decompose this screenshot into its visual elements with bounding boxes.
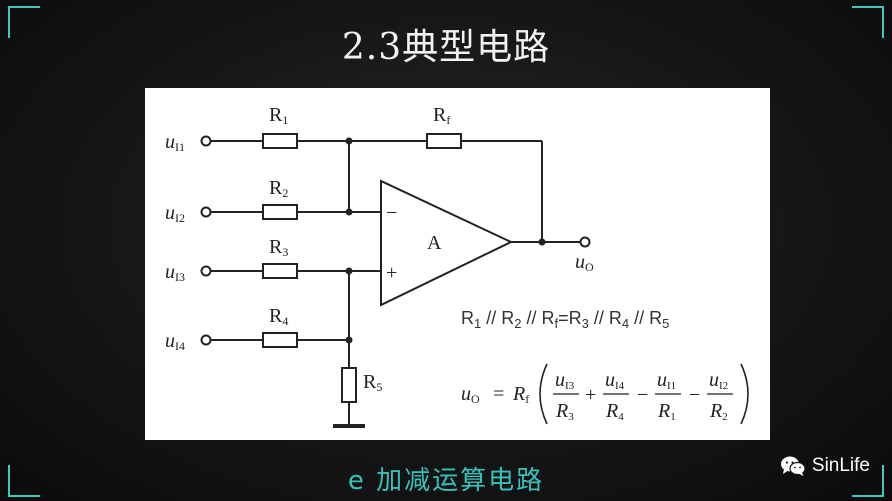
circuit-panel: uI1 uI2 uI3 uI4 R1 R2 R3 R4 — [145, 88, 770, 440]
wechat-icon — [780, 456, 806, 476]
left-parenthesis — [539, 363, 548, 425]
input-terminal-4 — [200, 334, 212, 346]
resistor-r5 — [341, 367, 357, 403]
condition-subscript: 3 — [582, 316, 589, 331]
output-label: uO — [575, 251, 594, 274]
resistor-r3 — [262, 263, 298, 279]
condition-subscript: f — [555, 316, 559, 331]
wires — [211, 140, 580, 426]
condition-separator: // — [481, 308, 501, 328]
resistor-r2 — [262, 204, 298, 220]
junction-dot — [345, 208, 353, 216]
fraction-denominator: R3 — [555, 400, 574, 423]
junction-dot — [345, 336, 353, 344]
fraction-numerator: uI2 — [709, 369, 728, 392]
brand-watermark: SinLife — [780, 455, 870, 477]
inverting-input-sign: − — [386, 202, 397, 224]
fraction-sign: − — [689, 384, 700, 406]
output-terminal — [579, 236, 591, 248]
condition-subscript: 1 — [474, 316, 481, 331]
output-formula: uO = Rf uI3 R3 + uI4 R4 — [461, 363, 749, 425]
resistor-label-r4: R4 — [269, 305, 288, 328]
resistor-rf — [426, 133, 462, 149]
condition-subscript: 2 — [514, 316, 521, 331]
resistor-label-r3: R3 — [269, 236, 288, 259]
condition-resistor: R — [501, 308, 514, 328]
adder-subtractor-circuit-diagram: uI1 uI2 uI3 uI4 R1 R2 R3 R4 — [165, 104, 749, 428]
corner-mark-bottom-right — [852, 465, 884, 497]
corner-mark-top-right — [852, 6, 884, 38]
resistor-balance-condition: R1 // R2 // Rf=R3 // R4 // R5 — [461, 308, 669, 331]
figure-caption: e 加减运算电路 — [347, 466, 545, 496]
fraction-denominator: R4 — [605, 400, 624, 423]
condition-resistor: R — [569, 308, 582, 328]
condition-resistor: R — [542, 308, 555, 328]
right-parenthesis — [740, 363, 749, 425]
condition-resistor: R — [609, 308, 622, 328]
junction-dot — [538, 238, 546, 246]
corner-mark-bottom-left — [8, 465, 40, 497]
fraction-numerator: uI1 — [657, 369, 676, 392]
fraction-sign: − — [637, 384, 648, 406]
condition-subscript: 5 — [662, 316, 669, 331]
resistor-label-r2: R2 — [269, 177, 288, 200]
op-amp-label: A — [427, 232, 442, 254]
resistor-label-r1: R1 — [269, 104, 288, 127]
op-amp-triangle — [380, 179, 514, 307]
junction-dot — [345, 267, 353, 275]
condition-separator: // — [589, 308, 609, 328]
fraction-numerator: uI4 — [605, 369, 625, 392]
condition-separator: // — [629, 308, 649, 328]
formula-lhs: uO — [461, 383, 480, 406]
input-label-2: uI2 — [165, 202, 185, 225]
condition-subscript: 4 — [622, 316, 629, 331]
brand-name: SinLife — [811, 455, 870, 476]
input-terminal-3 — [200, 265, 212, 277]
input-label-1: uI1 — [165, 131, 185, 154]
condition-separator: = — [558, 308, 569, 328]
condition-resistor: R — [461, 308, 474, 328]
input-label-3: uI3 — [165, 261, 185, 284]
formula-equals: = — [493, 383, 504, 405]
resistor-r1 — [262, 133, 298, 149]
input-terminal-2 — [200, 206, 212, 218]
corner-mark-top-left — [8, 6, 40, 38]
input-terminal-1 — [200, 135, 212, 147]
fraction-sign: + — [585, 384, 596, 406]
condition-separator: // — [521, 308, 541, 328]
fraction-denominator: R1 — [657, 400, 676, 423]
condition-resistor: R — [649, 308, 662, 328]
formula-coefficient: Rf — [512, 383, 529, 406]
slide-title: 2.3典型电路 — [341, 27, 551, 68]
fraction-numerator: uI3 — [555, 369, 575, 392]
non-inverting-input-sign: + — [386, 262, 397, 284]
resistor-r4 — [262, 332, 298, 348]
resistor-label-r5: R5 — [363, 371, 382, 394]
input-label-4: uI4 — [165, 330, 185, 353]
junction-dot — [345, 137, 353, 145]
fraction-denominator: R2 — [709, 400, 728, 423]
resistor-label-rf: Rf — [433, 104, 450, 127]
